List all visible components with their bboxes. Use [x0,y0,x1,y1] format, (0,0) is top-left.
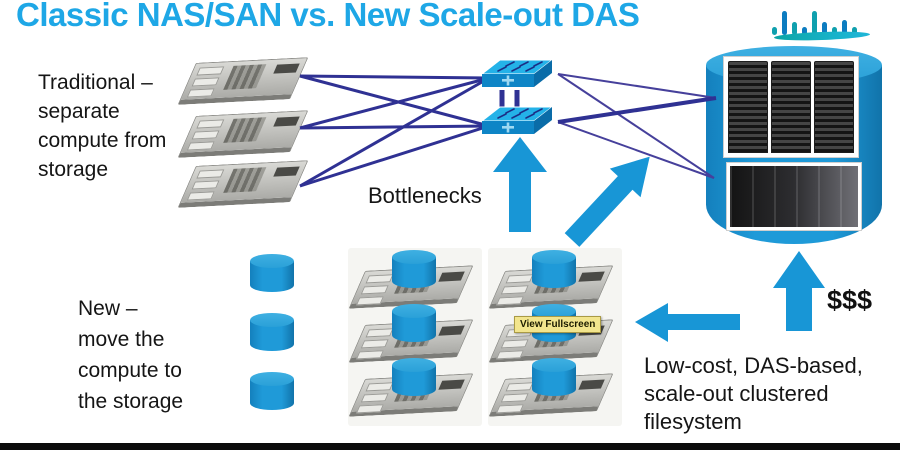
das-node-icon [348,250,480,309]
switch-icon [480,106,554,134]
disk-cylinder-icon [250,313,294,351]
cisco-logo-icon [772,5,872,35]
traditional-label: Traditional – separate compute from stor… [38,71,167,181]
server-switch-links [299,74,490,188]
page-title: Classic NAS/SAN vs. New Scale-out DAS [16,0,640,33]
cost-label: $$$ [827,285,873,315]
switch-storage-links [557,73,717,179]
das-node-icon [488,358,620,417]
server-icon [177,110,309,158]
disk-cylinder-icon [250,254,294,292]
server-icon [177,160,309,208]
server-icon [177,57,309,105]
das-node-icon [488,250,620,309]
lowcost-caption: Low-cost, DAS-based, scale-out clustered… [644,353,863,434]
bottleneck-diagonal-arrow [564,156,650,247]
storage-cylinder-icon [706,46,882,244]
disk-array-image [724,57,858,157]
switch-icon [480,59,554,87]
bottleneck-up-arrow [493,137,547,232]
disk-cylinder-icon [250,372,294,410]
switch-interconnect [499,90,520,110]
cost-up-arrow [773,251,825,331]
das-node-icon [348,304,480,363]
bottlenecks-label: Bottlenecks [368,183,482,208]
view-fullscreen-button[interactable]: View Fullscreen [514,316,602,333]
lowcost-left-arrow [635,303,740,342]
das-node-icon [488,304,620,363]
bottom-bar [0,443,900,450]
das-node-icon [348,358,480,417]
server-rack-row-image [727,163,861,230]
new-label: New – move the compute to the storage [78,297,184,413]
